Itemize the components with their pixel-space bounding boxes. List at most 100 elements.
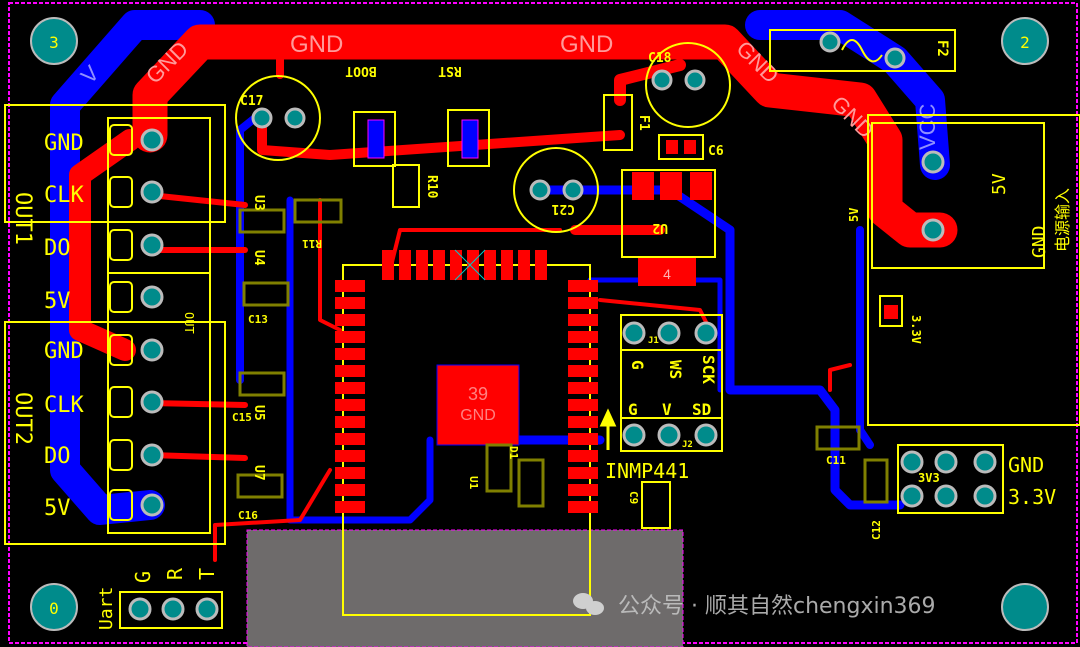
mic-pin-pad[interactable] xyxy=(657,321,681,345)
3v3-led-label: 3.3V xyxy=(909,315,923,344)
rst-button[interactable] xyxy=(447,109,490,167)
module-pad-left xyxy=(335,331,365,343)
mic-pin-pad[interactable] xyxy=(622,423,646,447)
boot-button[interactable] xyxy=(353,111,396,167)
out-pin-pad[interactable] xyxy=(140,180,164,204)
c6-outline[interactable] xyxy=(658,134,704,160)
u2-pad xyxy=(690,172,712,200)
module-pad-top xyxy=(535,250,547,280)
out-pin-pad[interactable] xyxy=(140,338,164,362)
module-pad-right xyxy=(568,467,598,479)
c18-pad[interactable] xyxy=(651,69,673,91)
module-pad-left xyxy=(335,297,365,309)
trace xyxy=(828,363,852,392)
mounting-hole: 0 xyxy=(30,583,78,631)
module-pad-top xyxy=(399,250,411,280)
inmp441-header[interactable] xyxy=(620,314,723,452)
c6-pad xyxy=(684,140,696,154)
uart-pin-t[interactable] xyxy=(195,597,219,621)
power-input-label: 电源输入 xyxy=(1053,188,1072,252)
c17-pad[interactable] xyxy=(251,107,273,129)
c12-outline[interactable] xyxy=(863,458,889,504)
module-pad-left xyxy=(335,348,365,360)
ref-u4: U4 xyxy=(251,250,266,266)
mic-pin-pad[interactable] xyxy=(657,423,681,447)
c21-pad[interactable] xyxy=(529,179,551,201)
rst-label: RST xyxy=(438,63,462,78)
led-outline[interactable] xyxy=(879,295,903,327)
out-pin-pad[interactable] xyxy=(140,128,164,152)
r10-outline[interactable] xyxy=(392,164,420,208)
out-ref: OUT xyxy=(182,312,196,334)
module-pad-top xyxy=(518,250,530,280)
out-pin-outline xyxy=(109,229,133,261)
out-pin-pad[interactable] xyxy=(140,233,164,257)
out-pin-pad[interactable] xyxy=(140,390,164,414)
out1-pin-5v: 5V xyxy=(44,289,71,314)
out-pin-pad[interactable] xyxy=(140,285,164,309)
module-pad-right xyxy=(568,416,598,428)
module-pad-left xyxy=(335,280,365,292)
ref-c12: C12 xyxy=(870,520,883,540)
ref-c15: C15 xyxy=(232,411,252,424)
clk2-trace xyxy=(147,400,248,408)
c9-outline[interactable] xyxy=(641,481,671,529)
ref-u2: U2 xyxy=(652,220,668,235)
mic-pin-pad[interactable] xyxy=(622,321,646,345)
boot-pad xyxy=(367,119,385,159)
header-pin[interactable] xyxy=(934,484,958,508)
out-pin-outline xyxy=(109,386,133,418)
uart-tx-trace xyxy=(213,468,332,562)
u2-pad xyxy=(632,172,654,200)
out-pin-pad[interactable] xyxy=(140,493,164,517)
out1-pin-do: DO xyxy=(44,236,71,261)
c21-pad[interactable] xyxy=(562,179,584,201)
u2-outline[interactable] xyxy=(621,169,716,258)
module-pad-right xyxy=(568,399,598,411)
ref-u1: U1 xyxy=(467,476,480,490)
direction-arrow-icon xyxy=(599,408,617,450)
5v-label: 5V xyxy=(847,208,861,222)
power-jack-outline[interactable] xyxy=(871,122,1045,269)
mounting-hole: 2 xyxy=(1001,17,1049,65)
ref-c9: C9 xyxy=(627,491,640,504)
header-pin[interactable] xyxy=(934,450,958,474)
module-pad-top xyxy=(450,250,462,280)
mic-pin-pad[interactable] xyxy=(694,423,718,447)
ref-u5: U5 xyxy=(251,405,266,421)
uart-pin-r[interactable] xyxy=(161,597,185,621)
module-pad-left xyxy=(335,416,365,428)
out2-pin-clk: CLK xyxy=(44,393,84,418)
module-gnd-pad xyxy=(436,364,520,446)
3v3-header-outline[interactable] xyxy=(897,444,1004,514)
header-pin[interactable] xyxy=(973,484,997,508)
3v3-trace xyxy=(535,185,905,510)
header-pin[interactable] xyxy=(900,484,924,508)
power-pin-5v: 5V xyxy=(989,173,1010,195)
f1-outline[interactable] xyxy=(603,94,633,151)
c18-pad[interactable] xyxy=(684,69,706,91)
3v3-header-ref: 3V3 xyxy=(918,471,940,485)
module-pad-right xyxy=(568,314,598,326)
f2-outline[interactable] xyxy=(769,29,956,72)
out1-label: OUT1 xyxy=(10,192,35,245)
out-pin-pad[interactable] xyxy=(140,443,164,467)
power-pin-gnd: GND xyxy=(1029,225,1050,258)
c11-outline[interactable] xyxy=(815,425,861,451)
c17-pad[interactable] xyxy=(284,107,306,129)
u2-tab-pad xyxy=(638,258,696,286)
uart-pin-g[interactable] xyxy=(128,597,152,621)
header-pin[interactable] xyxy=(900,450,924,474)
ref-u3: U3 xyxy=(251,195,266,211)
mic-pin-pad[interactable] xyxy=(694,321,718,345)
header-pin[interactable] xyxy=(973,450,997,474)
mic-pin-v: V xyxy=(662,400,672,419)
mounting-hole xyxy=(1001,583,1049,631)
module-pad-right xyxy=(568,501,598,513)
ref-c13: C13 xyxy=(248,313,268,326)
led-pad xyxy=(884,305,898,319)
ref-j1: J1 xyxy=(648,336,659,346)
power-gnd-pad xyxy=(921,218,945,242)
